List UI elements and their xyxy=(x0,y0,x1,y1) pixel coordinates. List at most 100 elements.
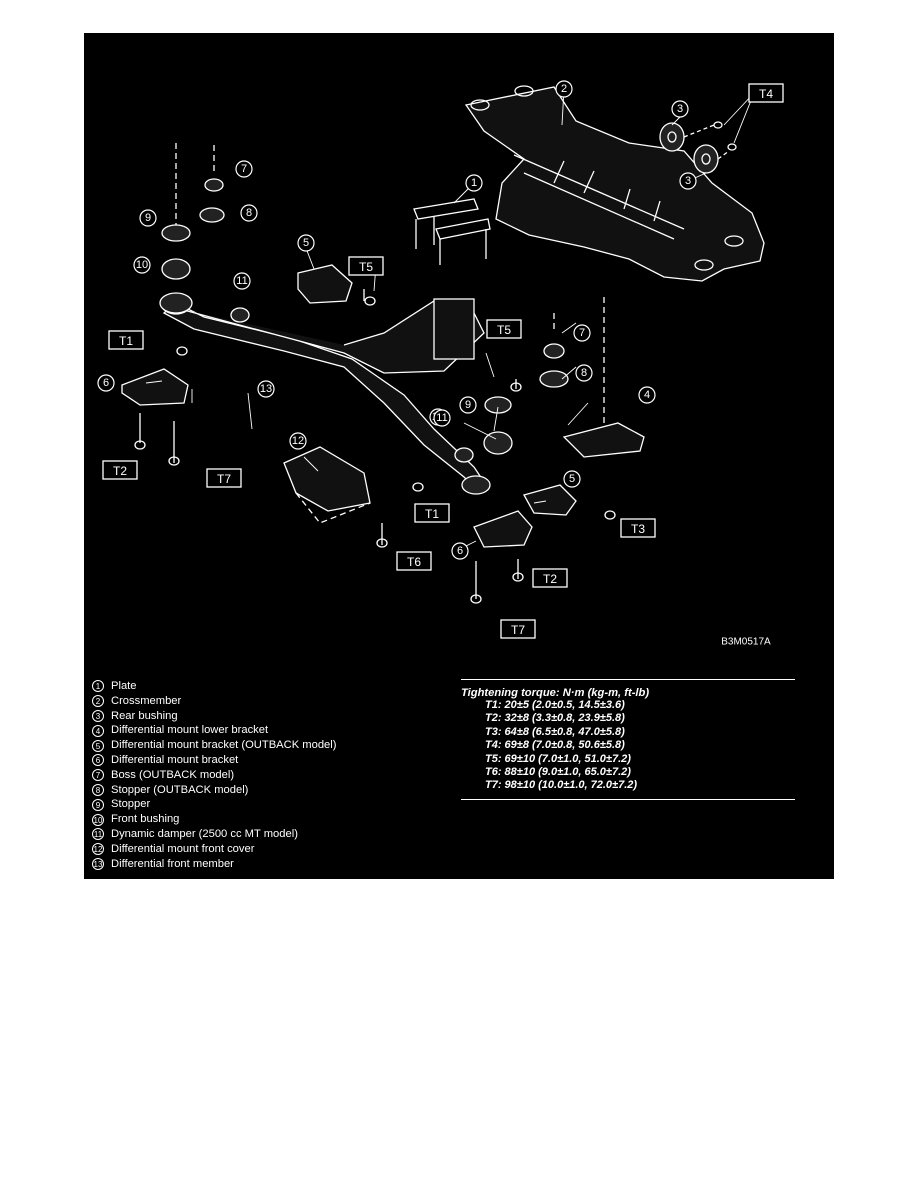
figure-code: B3M0517A xyxy=(721,637,771,648)
legend-number: 9 xyxy=(92,798,104,811)
torque-row: T1: 20±5 (2.0±0.5, 14.5±3.6) xyxy=(485,699,625,711)
bolt-shapes xyxy=(134,289,616,604)
torque-tag-t2: T2 xyxy=(532,568,568,588)
legend-number: 10 xyxy=(92,813,104,826)
callout-10: 10 xyxy=(133,256,151,274)
torque-rows: T1: 20±5 (2.0±0.5, 14.5±3.6)T2: 32±8 (3.… xyxy=(461,699,795,793)
callout-number: 7 xyxy=(579,327,585,339)
leader-lines xyxy=(145,88,755,550)
callout-number: 2 xyxy=(561,83,567,95)
legend-text: Differential front member xyxy=(111,857,234,870)
callout-number: 9 xyxy=(465,399,471,411)
callout-8: 8 xyxy=(575,364,593,382)
callout-number: 6 xyxy=(457,545,463,557)
legend-item: 13 Differential front member xyxy=(92,857,452,872)
torque-tag-t3: T3 xyxy=(620,518,656,538)
legend-number: 4 xyxy=(92,724,104,737)
callout-7: 7 xyxy=(573,324,591,342)
torque-tag-t5: T5 xyxy=(348,256,384,276)
torque-tag-t1: T1 xyxy=(414,503,450,523)
legend-number: 7 xyxy=(92,769,104,782)
legend-text: Front bushing xyxy=(111,813,180,826)
callout-12: 12 xyxy=(289,432,307,450)
legend-number: 6 xyxy=(92,754,104,767)
legend-number: 11 xyxy=(92,828,104,841)
callout-number: 13 xyxy=(260,383,272,395)
callout-number: 3 xyxy=(677,103,683,115)
callout-6: 6 xyxy=(451,542,469,560)
torque-row: T3: 64±8 (6.5±0.8, 47.0±5.8) xyxy=(485,725,625,738)
callout-number: 7 xyxy=(241,163,247,175)
callout-6: 6 xyxy=(97,374,115,392)
legend-number: 13 xyxy=(92,857,104,870)
legend-item: 4 Differential mount lower bracket xyxy=(92,723,452,738)
torque-row: T5: 69±10 (7.0±1.0, 51.0±7.2) xyxy=(485,752,631,765)
torque-tag-t7: T7 xyxy=(206,468,242,488)
torque-tag-label: T1 xyxy=(425,507,439,521)
callout-layer: 123345566778899101011111213 xyxy=(97,80,697,560)
legend-number: 3 xyxy=(92,709,104,722)
torque-tag-t4: T4 xyxy=(748,83,784,103)
torque-table: Tightening torque: N·m (kg-m, ft-lb) T1:… xyxy=(461,679,795,800)
callout-number: 6 xyxy=(103,377,109,389)
callout-5: 5 xyxy=(297,234,315,252)
torque-tag-label: T4 xyxy=(759,87,773,101)
callout-number: 11 xyxy=(436,412,447,424)
torque-tag-t5: T5 xyxy=(486,319,522,339)
legend-text: Boss (OUTBACK model) xyxy=(111,768,235,781)
legend-item: 10 Front bushing xyxy=(92,812,452,827)
callout-3: 3 xyxy=(671,100,689,118)
callout-number: 9 xyxy=(145,212,151,224)
callout-8: 8 xyxy=(240,204,258,222)
callout-number: 12 xyxy=(292,435,304,447)
callout-7: 7 xyxy=(235,160,253,178)
legend-number: 8 xyxy=(92,783,104,796)
callout-number: 8 xyxy=(246,207,252,219)
legend-item: 11 Dynamic damper (2500 cc MT model) xyxy=(92,827,452,842)
legend-text: Plate xyxy=(111,680,137,692)
torque-tag-label: T1 xyxy=(119,334,133,348)
legend-text: Dynamic damper (2500 cc MT model) xyxy=(111,827,298,840)
torque-tag-label: T5 xyxy=(359,260,373,274)
callout-number: 5 xyxy=(303,237,309,249)
callout-11: 11 xyxy=(233,272,251,290)
torque-row: T2: 32±8 (3.3±0.8, 23.9±5.8) xyxy=(485,712,625,725)
legend-number: 12 xyxy=(92,843,104,856)
plate-shapes xyxy=(413,198,491,265)
torque-tag-label: T3 xyxy=(631,522,645,536)
torque-tag-label: T5 xyxy=(497,323,511,337)
torque-title: Tightening torque: N·m (kg-m, ft-lb) xyxy=(461,687,650,699)
callout-number: 11 xyxy=(236,275,247,287)
callout-number: 4 xyxy=(644,389,650,401)
callout-4: 4 xyxy=(638,386,656,404)
torque-tag-label: T7 xyxy=(217,472,231,486)
callout-1: 1 xyxy=(465,174,483,192)
torque-tag-label: T7 xyxy=(511,623,525,637)
legend-number: 2 xyxy=(92,695,104,708)
legend-item: 7 Boss (OUTBACK model) xyxy=(92,768,452,783)
torque-row: T7: 98±10 (10.0±1.0, 72.0±7.2) xyxy=(485,779,638,792)
legend-number: 5 xyxy=(92,739,104,752)
torque-tag-t6: T6 xyxy=(396,551,432,571)
callout-11: 11 xyxy=(433,409,451,427)
legend-text: Crossmember xyxy=(111,694,182,707)
bracket-shapes xyxy=(121,264,645,548)
callout-13: 13 xyxy=(257,380,275,398)
torque-row: T6: 88±10 (9.0±1.0, 65.0±7.2) xyxy=(485,766,631,779)
torque-row: T4: 69±8 (7.0±0.8, 50.6±5.8) xyxy=(485,739,625,752)
legend-item: 1 Plate xyxy=(92,679,452,694)
exploded-diagram: 123345566778899101011111213 T1T1T2T2T3T4… xyxy=(97,80,784,648)
legend-text: Differential mount lower bracket xyxy=(111,724,269,737)
torque-bottom-rule xyxy=(461,798,795,800)
left-mount-stack xyxy=(159,143,250,323)
legend-text: Stopper xyxy=(111,798,151,811)
legend-number: 1 xyxy=(92,680,104,693)
legend-item: 2 Crossmember xyxy=(92,694,452,709)
